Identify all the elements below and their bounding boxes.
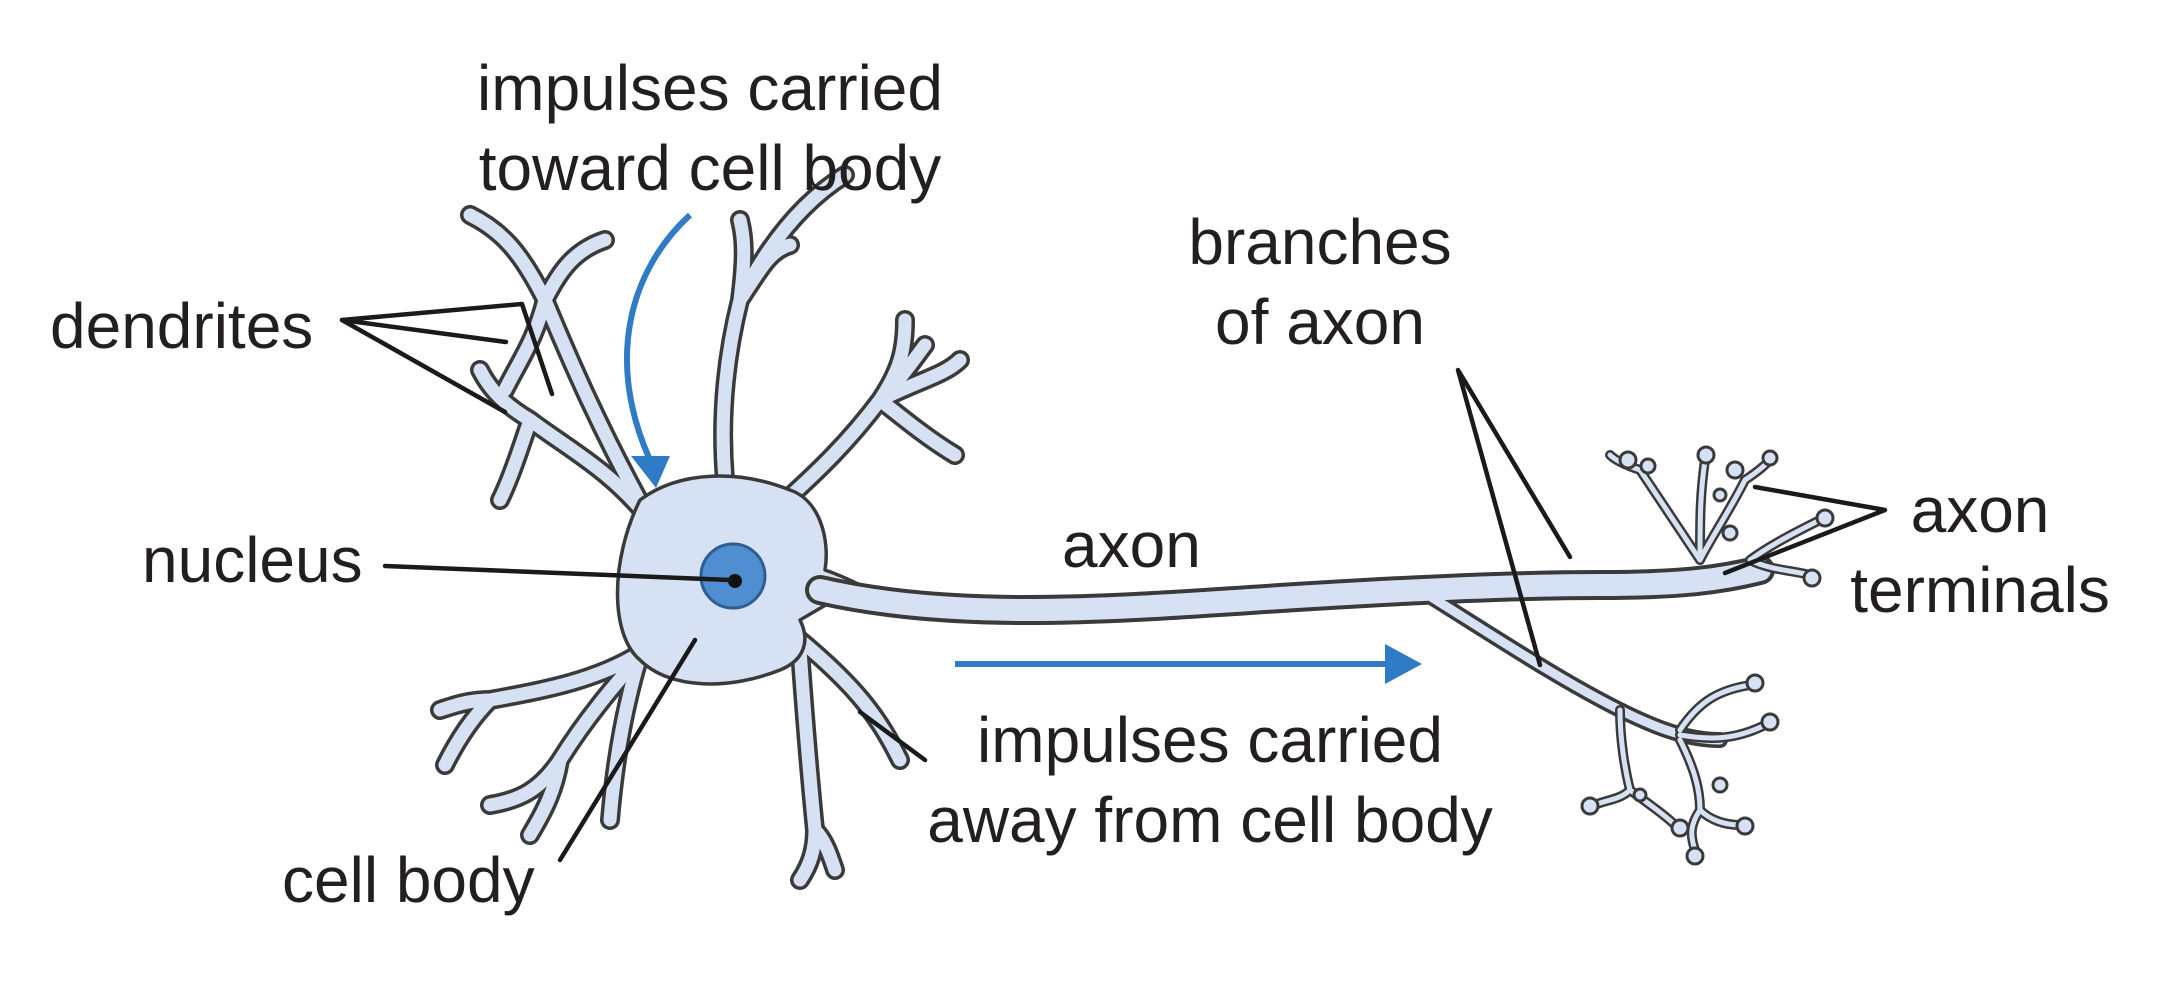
nucleus-leader-line [382,563,733,583]
axon-terminal-knobs-lower [1580,673,1780,866]
branches-of-axon-label: branches of axon [1170,202,1470,362]
branches-line-2: of axon [1215,286,1425,358]
impulse-toward-arrowhead [631,456,670,488]
dendrites [430,165,970,890]
dendrites-label: dendrites [50,290,314,362]
branches-line-1: branches [1188,206,1452,278]
impulse-away-leader-line [857,709,928,763]
impulses-toward-label: impulses carried toward cell body [450,48,970,208]
nucleus-label: nucleus [142,524,363,596]
impulse-away-arrowhead [1385,644,1422,684]
impulse-toward-arrow [623,212,693,462]
axon-terminals-lower [1590,680,1770,855]
dendrites-leader-line-2 [339,317,508,415]
branches-leader-line [1455,367,1573,668]
dendrites-leader-line [339,301,555,397]
axon-terminals-label: axon terminals [1835,470,2125,630]
cell-body-leader-line [557,637,698,863]
impulses-away-line-2: away from cell body [927,784,1493,856]
impulses-toward-line-2: toward cell body [478,132,942,204]
axon-terminals-line-2: terminals [1850,554,2110,626]
axon-label: axon [1062,509,1201,581]
impulses-away-label: impulses carried away from cell body [890,700,1530,860]
nucleolus-shape [728,574,742,588]
axon-terminals-upper [1605,450,1825,580]
axon-terminals-line-1: axon [1910,474,2050,546]
cell-body-label: cell body [282,844,535,916]
impulses-away-line-1: impulses carried [977,704,1443,776]
impulses-toward-line-1: impulses carried [477,52,943,124]
axon-terminal-knobs-upper [1618,445,1835,588]
axon-terminals-leader-line [1722,484,1888,576]
